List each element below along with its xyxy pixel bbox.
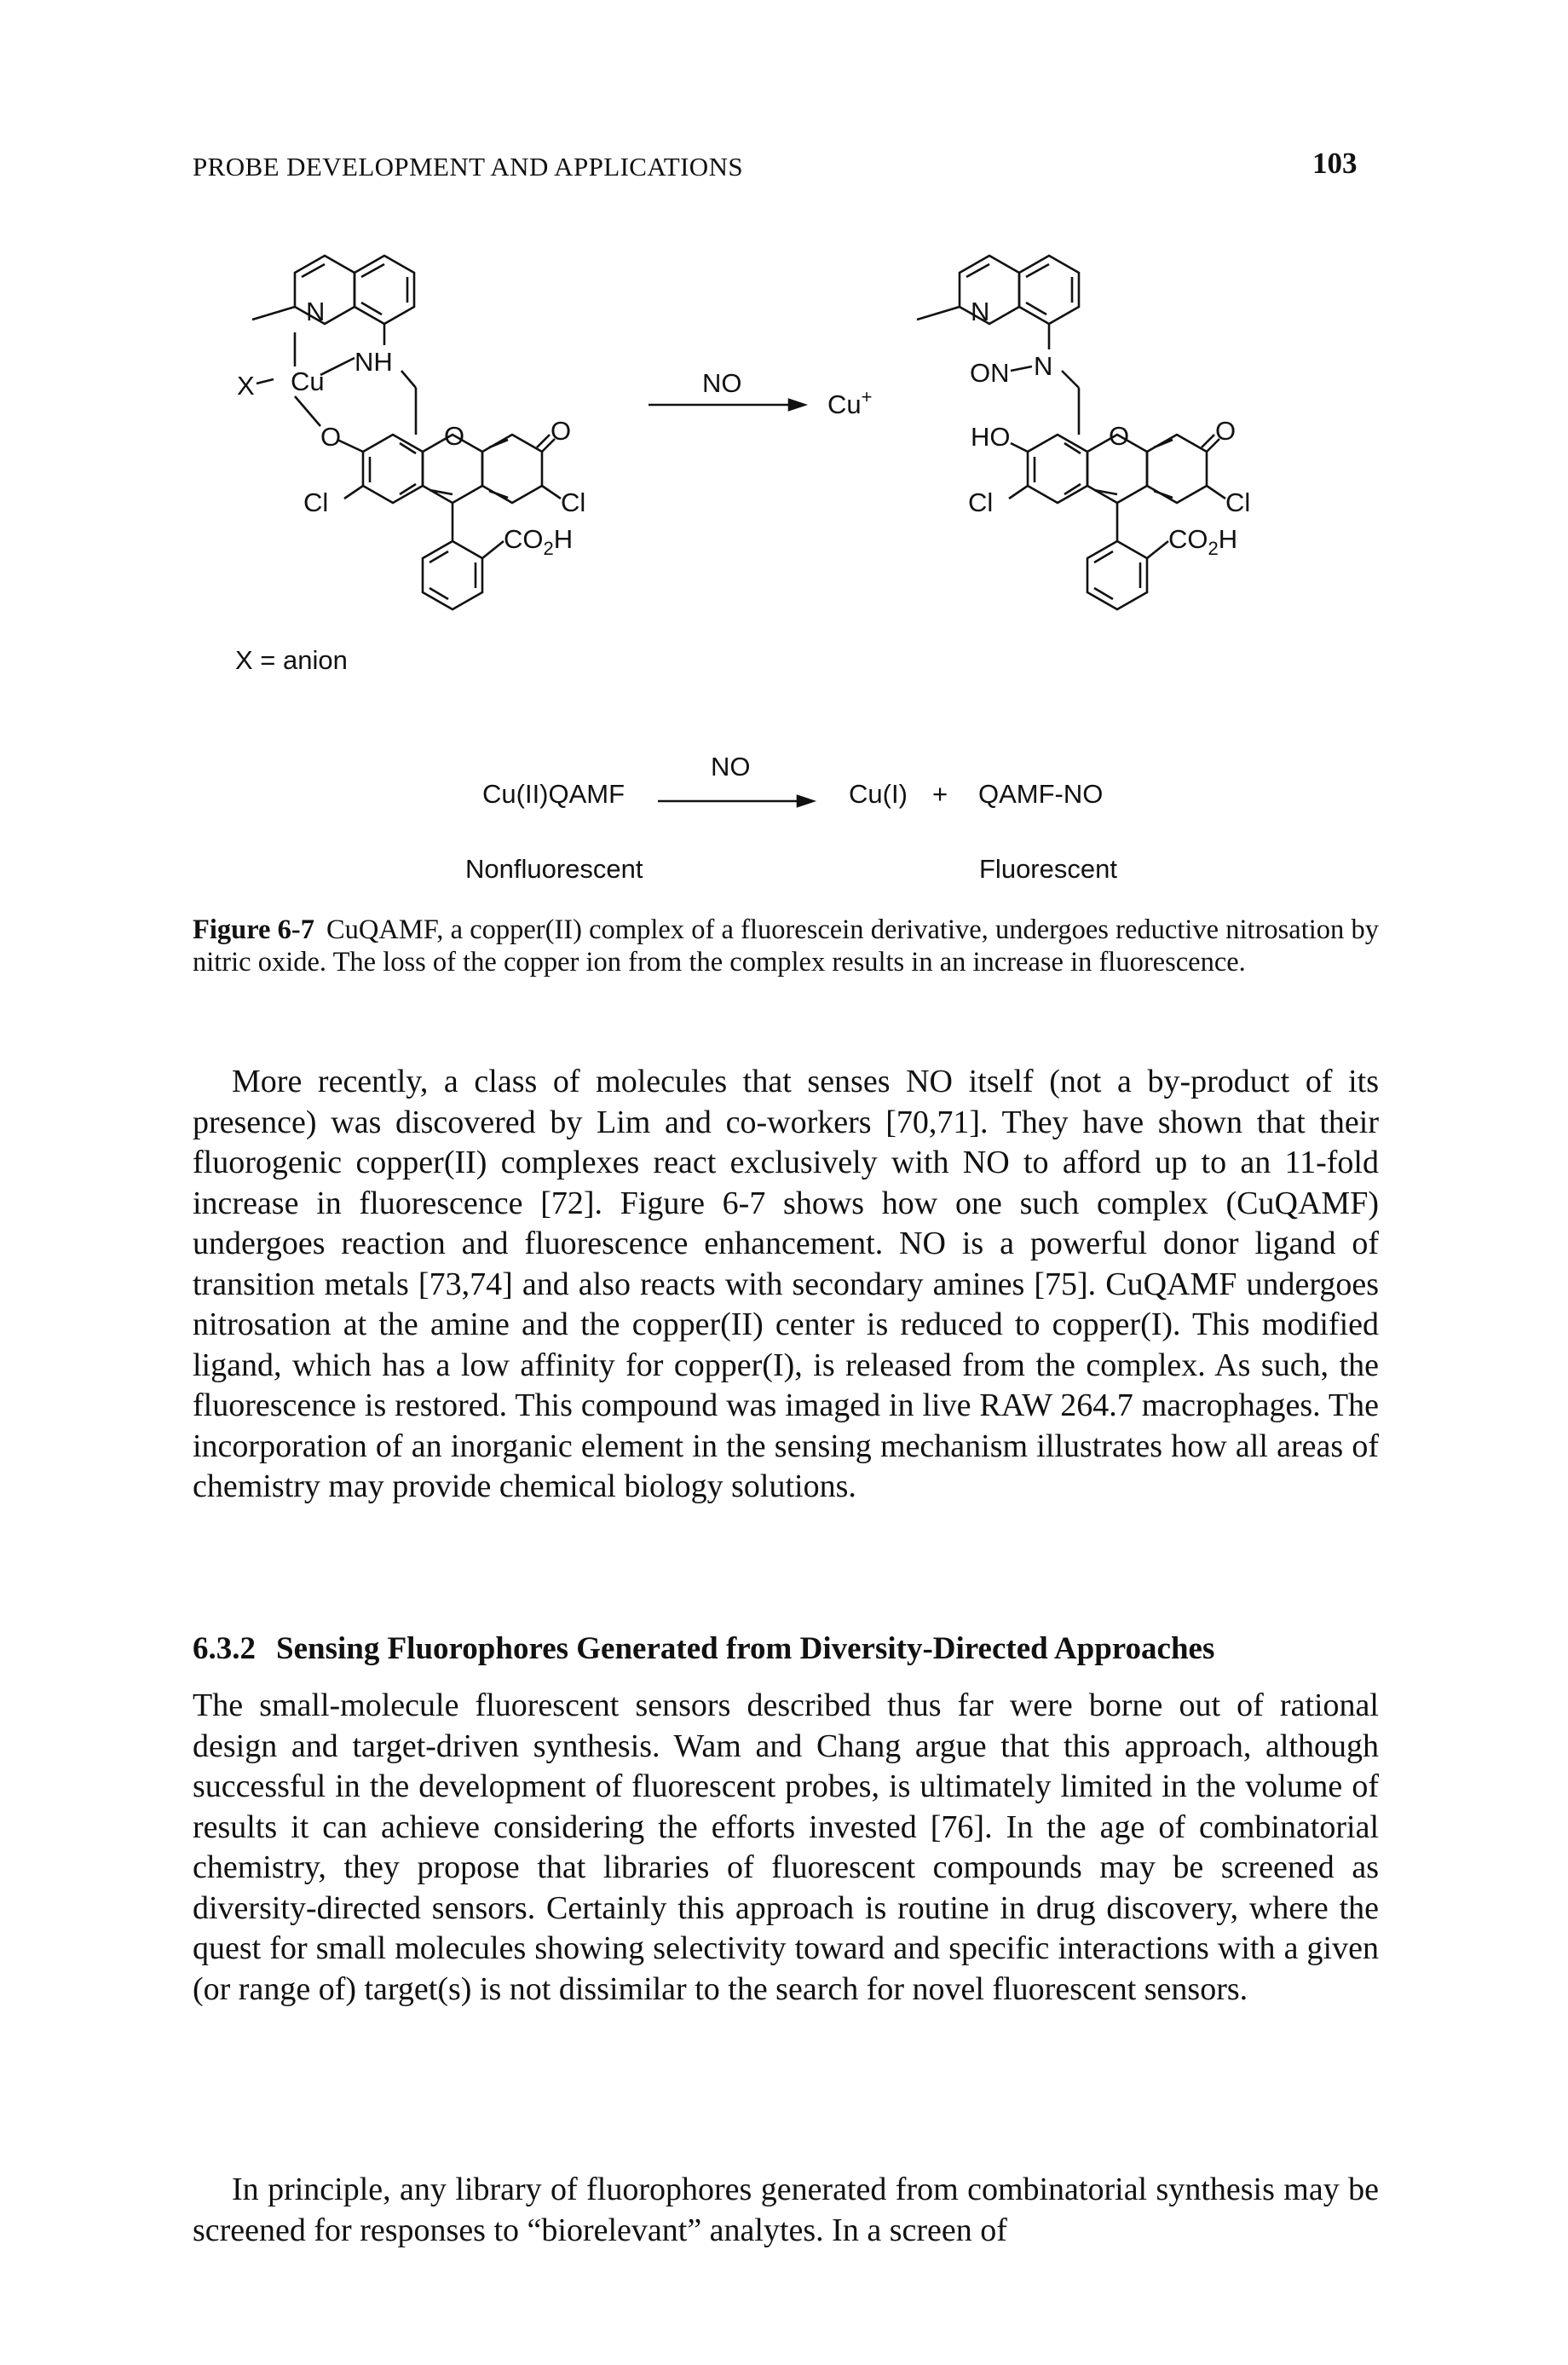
released-ion: Cu+ [827,386,873,419]
x-cu-bond [256,378,274,385]
aromatic-bond [1025,301,1047,316]
quinoline-benzo-ring [1017,254,1081,326]
body-paragraph: The small-molecule fluorescent sensors d… [193,1686,1379,2010]
cuqamf-structure: N Cu X NH O O O Cl Cl CO2H X = anion [235,254,585,675]
keto-bond [536,434,551,448]
group-nh-left: NH [355,347,393,377]
anion-note: X = anion [235,645,348,675]
cl-left-right: Cl [968,487,993,517]
aromatic-bond [360,262,385,279]
equation-reactant: Cu(II)QAMF [482,779,625,809]
aromatic-bond [1025,262,1050,279]
equation-arrow-head [796,794,817,808]
cl-left-left: Cl [303,487,328,517]
atom-o-keto-left: O [551,416,571,446]
aromatic-bond [360,301,383,316]
double-bond [488,489,509,499]
atom-o-ring-right: O [1109,421,1129,451]
carboxyl-bond [1146,539,1169,560]
caption-text: CuQAMF, a copper(II) complex of a fluore… [193,914,1379,978]
reaction-equation: Cu(II)QAMF NO Cu(I) + QAMF-NO Nonfluores… [465,752,1117,884]
cl-bond [343,484,364,500]
pendant-benzoic-ring [1086,539,1149,611]
section-title: Sensing Fluorophores Generated from Dive… [276,1631,1215,1666]
methyl-bond [251,305,296,321]
aromatic-bond [429,488,453,496]
cl-bond [1206,484,1226,500]
aromatic-bond [1064,441,1081,455]
nh-ch2-bond [401,370,417,389]
paragraph-text: More recently, a class of molecules that… [193,1064,1379,1504]
cl-right-left: Cl [561,487,585,517]
n-ch2-bond [1061,370,1080,389]
carboxyl-bond [481,539,504,560]
reaction-scheme-figure: N Cu X NH O O O Cl Cl CO2H X = anion NO … [235,254,1250,884]
keto-bond [1206,438,1220,453]
equation-product-1: Cu(I) [849,779,908,809]
atom-o-ring-left: O [444,421,464,451]
cl-right-right: Cl [1225,487,1250,517]
keto-bond [541,438,556,453]
group-ho-right: HO [971,422,1011,452]
paragraph-text: In principle, any library of fluorophore… [193,2172,1379,2248]
ho-aryl-bond [1010,441,1029,453]
section-heading: 6.3.2 Sensing Fluorophores Generated from… [193,1630,1379,1667]
cu-nh-bond [320,356,355,377]
double-bond [488,438,509,449]
body-paragraph: In principle, any library of fluorophore… [193,2170,1379,2251]
paragraph-text: The small-molecule fluorescent sensors d… [193,1687,1379,2007]
methyl-bond [916,305,960,321]
group-on-right: ON [970,358,1010,388]
atom-n-left: N [306,297,325,326]
quinoline-benzo-ring [353,254,416,326]
running-head: PROBE DEVELOPMENT AND APPLICATIONS [193,152,744,182]
cl-bond [541,484,562,500]
aromatic-bond [429,550,449,564]
carboxyl-right: CO2H [1168,524,1237,559]
cl-bond [1008,484,1029,500]
body-paragraph: More recently, a class of molecules that… [193,1062,1379,1508]
equation-arrow-label: NO [711,752,751,782]
double-bond [1153,489,1173,499]
aromatic-bond [429,586,449,601]
atom-o-keto-right: O [1215,416,1236,446]
cu-o-bond [294,395,321,427]
aromatic-bond [1064,482,1081,496]
keto-bond [1201,434,1215,448]
atom-x-left: X [237,371,255,401]
arrow-head [787,398,809,412]
aromatic-bond [399,482,417,496]
o-aryl-bond [337,438,364,453]
xanthene-left-ring [1026,433,1089,505]
section-number: 6.3.2 [193,1631,256,1666]
qamf-no-structure: N ON N HO O O Cl Cl CO2H [916,254,1250,611]
aromatic-bond [1093,550,1114,564]
on-n-bond [1010,365,1033,372]
double-bond [1153,438,1173,449]
aromatic-bond [1093,586,1114,601]
aromatic-bond [301,262,326,279]
equation-product-2: QAMF-NO [978,779,1103,809]
reactant-state: Nonfluorescent [465,854,643,884]
atom-n-right: N [971,297,989,326]
atom-o-phenol-left: O [320,422,341,452]
xanthene-left-ring [361,433,424,505]
aromatic-bond [399,441,417,455]
aromatic-bond [1093,488,1118,496]
pendant-benzoic-ring [421,539,484,611]
aromatic-bond [966,262,990,279]
top-arrow-label: NO [702,368,742,398]
atom-cu-left: Cu [291,366,325,396]
carboxyl-left: CO2H [504,524,573,559]
product-state: Fluorescent [979,854,1117,884]
top-reaction-arrow: NO Cu+ [649,368,873,419]
page-number: 103 [1312,147,1358,180]
figure-label: Figure 6-7 [193,914,314,945]
equation-plus: + [932,779,948,809]
atom-n-amine-right: N [1034,351,1052,381]
